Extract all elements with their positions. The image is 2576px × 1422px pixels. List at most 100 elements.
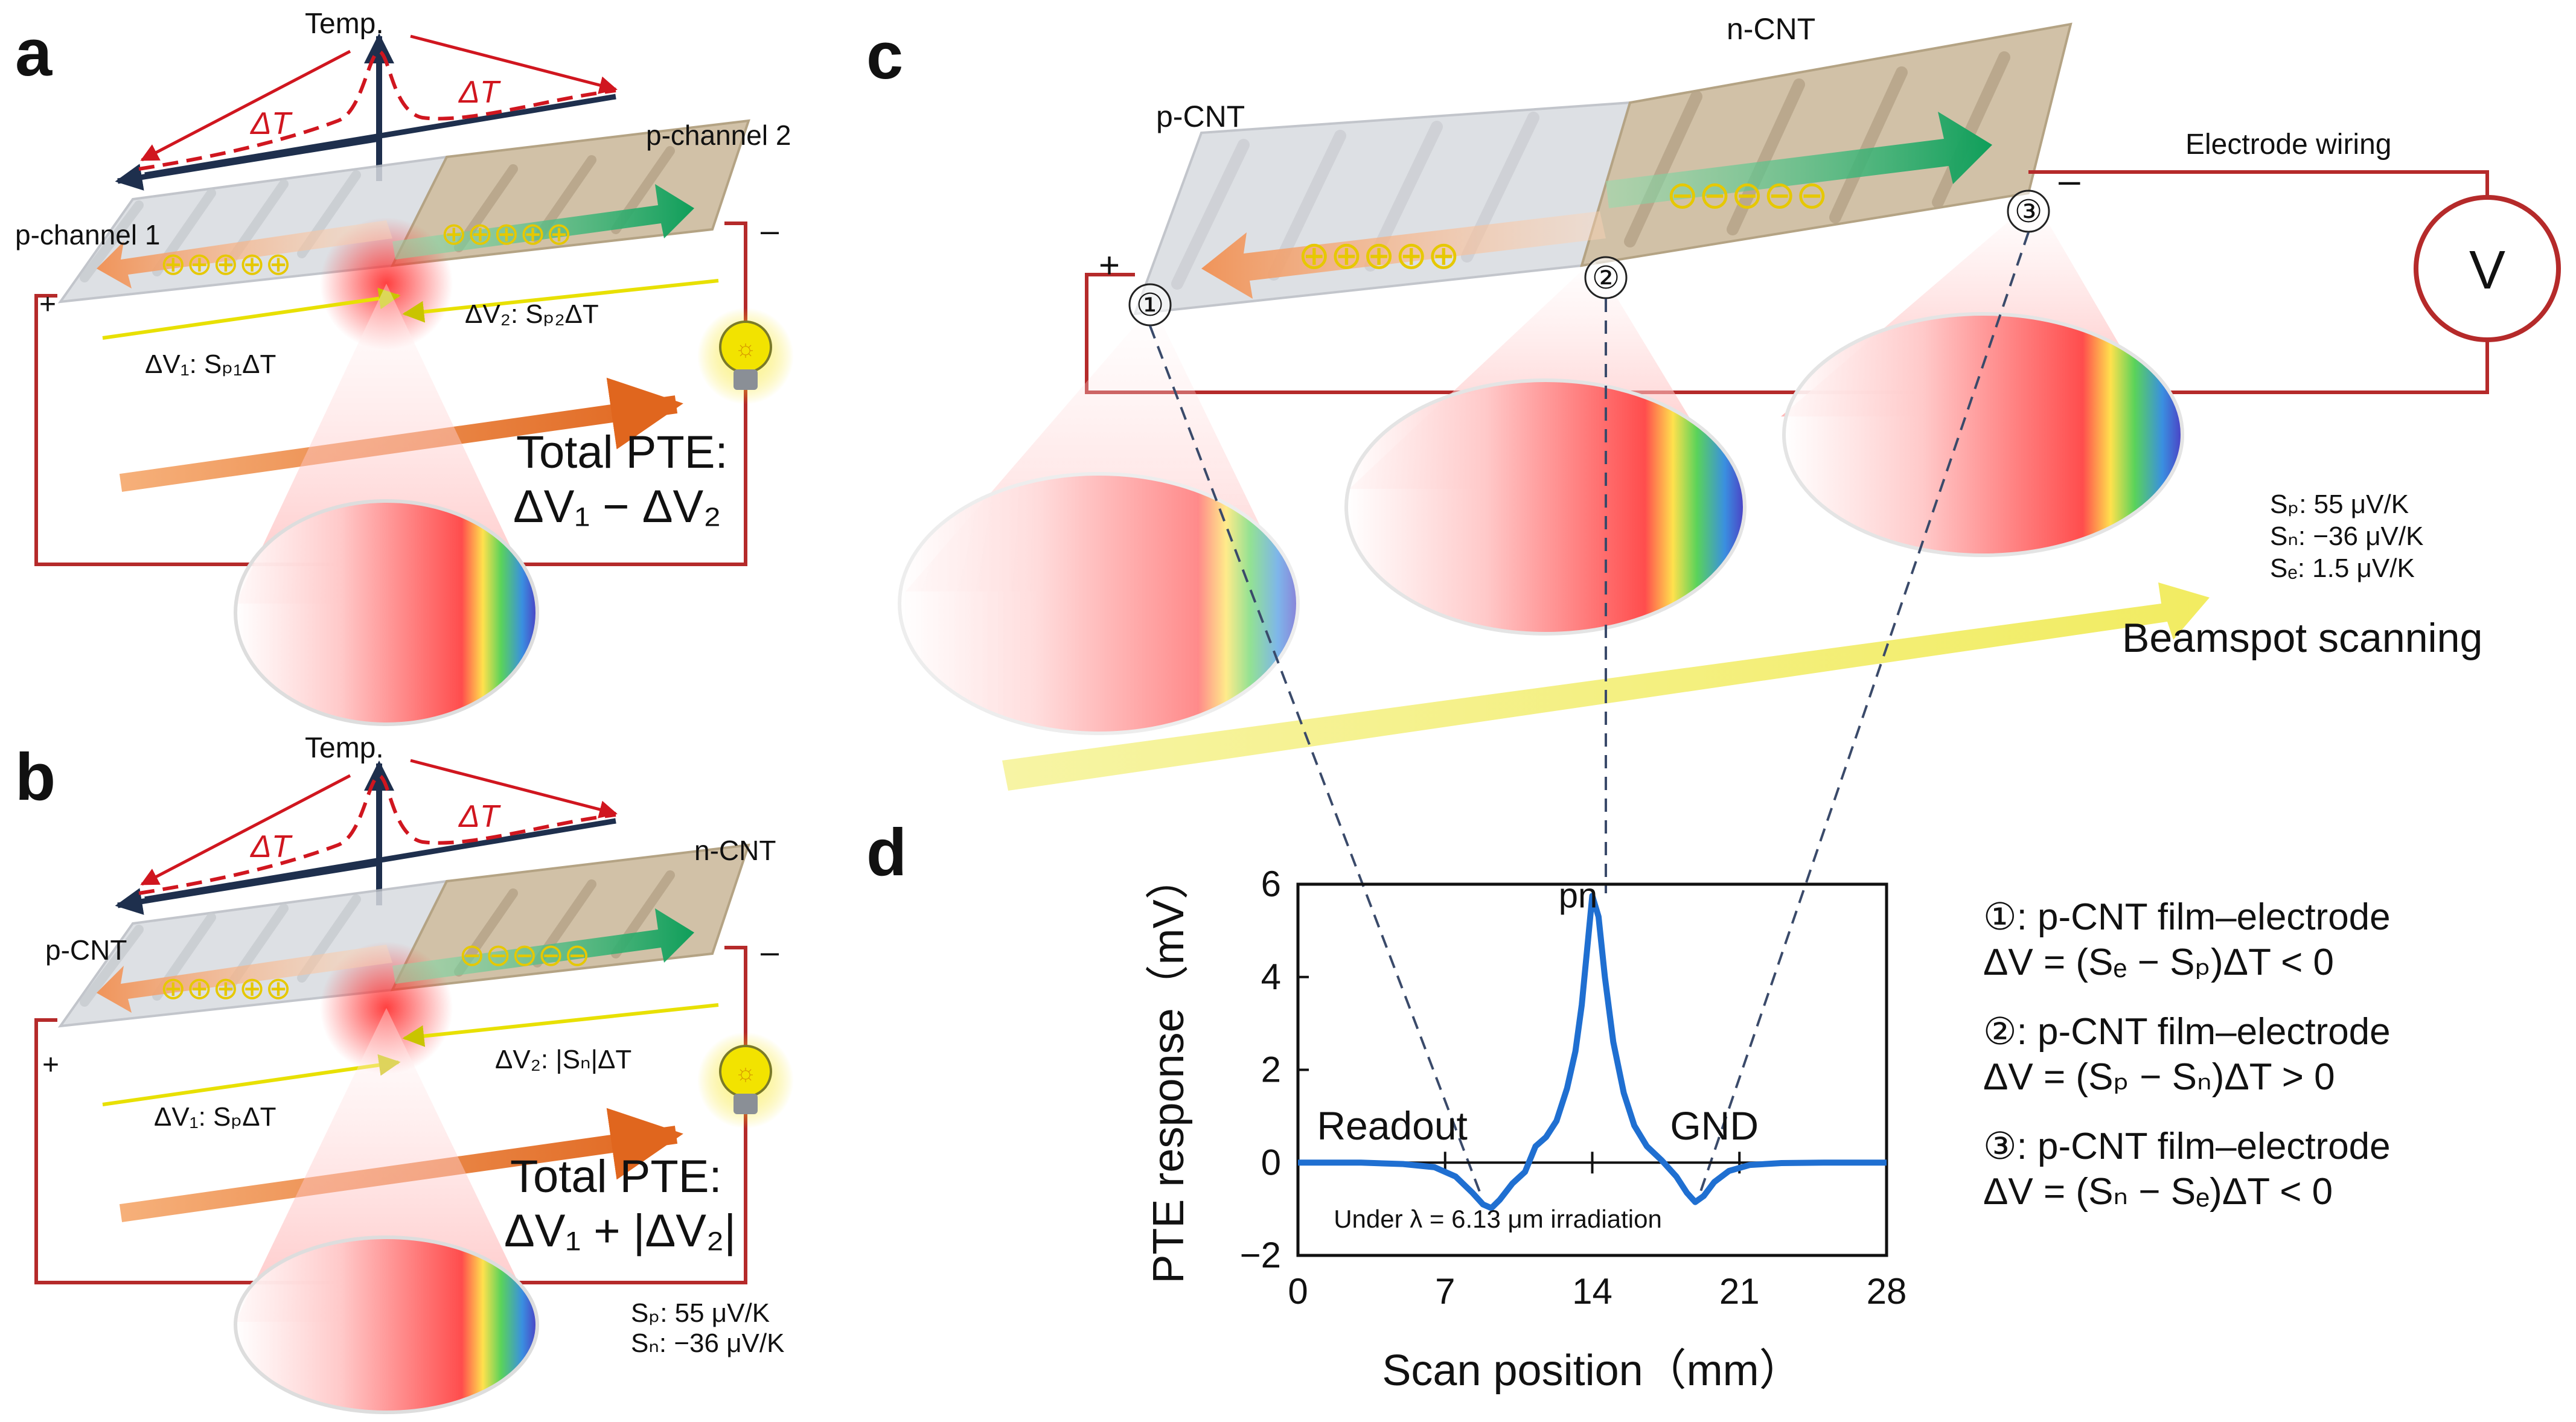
- beam-cone-2: [1344, 260, 1747, 636]
- panel-a: a Temp. ΔT ΔT ⊕⊕⊕⊕⊕ ⊕⊕⊕⊕⊕: [15, 8, 794, 726]
- legend-head-2: ②: p-CNT film–electrode: [1983, 1011, 2391, 1053]
- dv1-label: ΔV₁: SₚΔT: [154, 1102, 276, 1132]
- plot-frame: [1296, 882, 1888, 1257]
- position-axis-left: [115, 860, 380, 915]
- total-pte-expression: ΔV₁ − ΔV₂: [513, 481, 721, 532]
- seebeck-n: Sₙ: −36 μV/K: [2270, 521, 2423, 551]
- delta-t-arrow-left: [140, 774, 351, 886]
- delta-t-label-left: ΔT: [249, 106, 293, 141]
- carrier-symbols-left: ⊕⊕⊕⊕⊕: [1298, 234, 1460, 277]
- total-pte-title: Total PTE:: [510, 1151, 722, 1202]
- plus-sign: +: [1099, 245, 1120, 285]
- guide-lines: [1149, 232, 2030, 1199]
- legend-expr-1: ΔV = (Sₑ − Sₚ)ΔT < 0: [1983, 942, 2334, 983]
- y-tick-label: −2: [1240, 1235, 1281, 1275]
- temp-label: Temp.: [305, 732, 384, 764]
- svg-text:☼: ☼: [735, 1059, 757, 1086]
- dv2-label: ΔV₂: |Sₙ|ΔT: [495, 1045, 631, 1074]
- electrode-wiring-label: Electrode wiring: [2185, 129, 2391, 161]
- lightbulb-icon: ☼: [697, 308, 794, 404]
- panel-letter-d: d: [866, 815, 907, 890]
- x-tick-label: 0: [1288, 1271, 1308, 1312]
- beamspot-scanning-label: Beamspot scanning: [2122, 615, 2482, 661]
- y-axis-label: PTE response（mV）: [1145, 856, 1193, 1283]
- y-tick-label: 0: [1261, 1142, 1281, 1182]
- carrier-symbols-left: ⊕⊕⊕⊕⊕: [160, 247, 292, 282]
- minus-sign: –: [2059, 158, 2080, 202]
- annotation-pn: pn: [1559, 876, 1598, 915]
- carrier-symbols-right: ⊕⊕⊕⊕⊕: [441, 217, 572, 252]
- panel-letter-a: a: [15, 16, 53, 90]
- delta-t-label-right: ΔT: [458, 75, 501, 110]
- hole-flow-arrow: [1201, 211, 1606, 299]
- legend-head-1: ①: p-CNT film–electrode: [1983, 896, 2391, 938]
- plus-sign: +: [42, 1049, 59, 1081]
- x-tick-label: 14: [1572, 1271, 1612, 1312]
- y-tick-label: 2: [1261, 1050, 1281, 1090]
- dv1-label: ΔV₁: Sₚ₁ΔT: [145, 349, 276, 379]
- scan-direction-arrow: [1002, 582, 2210, 791]
- panel-b: b Temp. ΔT ΔT ⊕⊕⊕⊕⊕ ⊖⊖⊖⊖⊖ p-CNT n-CNT: [15, 732, 794, 1414]
- delta-t-label-left: ΔT: [249, 829, 293, 864]
- annotation-irradiation: Under λ = 6.13 μm irradiation: [1334, 1205, 1662, 1233]
- seebeck-e: Sₑ: 1.5 μV/K: [2270, 553, 2415, 583]
- p-cnt-label: p-CNT: [1156, 100, 1245, 133]
- carrier-symbols-right: ⊖⊖⊖⊖⊖: [459, 938, 590, 973]
- legend-entry-2: ②: p-CNT film–electrode ΔV = (Sₚ − Sₙ)ΔT…: [1983, 1011, 2391, 1098]
- electron-flow-arrow: [392, 908, 694, 984]
- panel-letter-c: c: [866, 19, 903, 93]
- legend-expr-3: ΔV = (Sₙ − Sₑ)ΔT < 0: [1983, 1171, 2333, 1213]
- carrier-symbols-left: ⊕⊕⊕⊕⊕: [160, 971, 292, 1006]
- panel-letter-b: b: [15, 740, 56, 814]
- channel-label-left: p-channel 1: [15, 219, 160, 250]
- delta-t-arrow-right: [410, 34, 618, 94]
- dv1-arrow: [102, 1054, 401, 1106]
- dv2-arrow: [402, 279, 719, 323]
- temperature-profile: [138, 773, 616, 895]
- beam-cone-1: [898, 305, 1300, 735]
- carrier-symbols-right: ⊖⊖⊖⊖⊖: [1666, 173, 1828, 217]
- legend-entry-1: ①: p-CNT film–electrode ΔV = (Sₑ − Sₚ)ΔT…: [1983, 896, 2391, 983]
- position-axis-left: [115, 136, 380, 191]
- electron-flow-arrow: [1606, 112, 1992, 208]
- x-axis-label: Scan position（mm）: [1382, 1347, 1802, 1395]
- legend-expr-2: ΔV = (Sₚ − Sₙ)ΔT > 0: [1983, 1056, 2335, 1098]
- seebeck-p: Sₚ: 55 μV/K: [2270, 489, 2409, 519]
- temperature-profile: [138, 49, 616, 171]
- seebeck-p: Sₚ: 55 μV/K: [631, 1298, 770, 1328]
- total-pte-expression: ΔV₁ + |ΔV₂|: [504, 1205, 736, 1257]
- svg-text:☼: ☼: [735, 335, 757, 362]
- legend-head-3: ③: p-CNT film–electrode: [1983, 1126, 2391, 1167]
- hole-flow-arrow: [97, 945, 392, 1013]
- dv2-arrow: [402, 1003, 719, 1047]
- svg-text:③: ③: [2015, 194, 2043, 229]
- delta-t-arrow-right: [410, 759, 618, 818]
- n-cnt-label: n-CNT: [694, 835, 776, 866]
- legend-entry-3: ③: p-CNT film–electrode ΔV = (Sₙ − Sₑ)ΔT…: [1983, 1126, 2391, 1213]
- hole-flow-arrow-left: [97, 220, 392, 289]
- circuit-wire-top: [2028, 170, 2489, 217]
- dv1-arrow: [102, 287, 401, 340]
- x-tick-label: 21: [1719, 1271, 1760, 1312]
- annotation-gnd: GND: [1670, 1103, 1759, 1148]
- panel-c: c ⊕⊕⊕⊕⊕ ⊖⊖⊖⊖⊖ p-CNT n-CNT V Electrode w: [866, 12, 2561, 1199]
- voltmeter: V: [2414, 195, 2561, 342]
- plus-sign: +: [39, 289, 56, 320]
- minus-sign: –: [761, 212, 779, 249]
- svg-text:①: ①: [1136, 288, 1165, 323]
- annotation-readout: Readout: [1317, 1103, 1468, 1148]
- x-tick-label: 28: [1867, 1271, 1907, 1312]
- temp-label: Temp.: [305, 8, 384, 40]
- dv2-label: ΔV₂: Sₚ₂ΔT: [465, 299, 599, 329]
- x-tick-label: 7: [1435, 1271, 1455, 1312]
- beam-cone-3: [1781, 199, 2184, 557]
- minus-sign: –: [761, 934, 779, 970]
- delta-t-label-right: ΔT: [458, 799, 501, 834]
- position-marker-3: ③: [2007, 190, 2050, 233]
- voltmeter-symbol: V: [2469, 240, 2505, 301]
- channel-label-right: p-channel 2: [646, 120, 791, 151]
- y-tick-label: 4: [1261, 957, 1281, 997]
